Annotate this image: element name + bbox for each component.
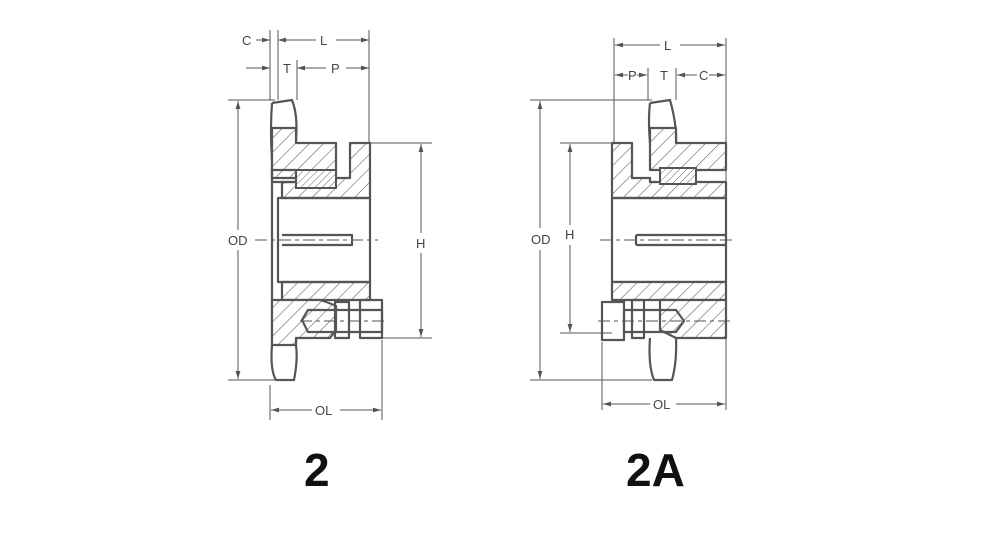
bolt — [600, 298, 686, 342]
dim-p-label: P — [331, 61, 340, 76]
dim-od-label: OD — [228, 233, 248, 248]
dim-t-label: T — [660, 68, 668, 83]
figure-type-2a: L P T C OD H OL 2A — [530, 38, 735, 496]
figure-type-2: C L T P OD H OL 2 — [228, 30, 432, 496]
dim-p-label: P — [628, 68, 637, 83]
dim-ol-label: OL — [653, 397, 670, 412]
dim-t-label: T — [283, 61, 291, 76]
dim-l-label: L — [664, 38, 671, 53]
dim-c-label: C — [242, 33, 251, 48]
dim-od-label: OD — [531, 232, 551, 247]
sprocket-body — [600, 98, 728, 382]
figure-caption: 2 — [304, 444, 330, 496]
dim-h-label: H — [565, 227, 574, 242]
dim-ol-label: OL — [315, 403, 332, 418]
dim-l-label: L — [320, 33, 327, 48]
sprocket-body — [269, 98, 384, 382]
dim-h-label: H — [416, 236, 425, 251]
dim-c-label: C — [699, 68, 708, 83]
figure-caption: 2A — [626, 444, 685, 496]
